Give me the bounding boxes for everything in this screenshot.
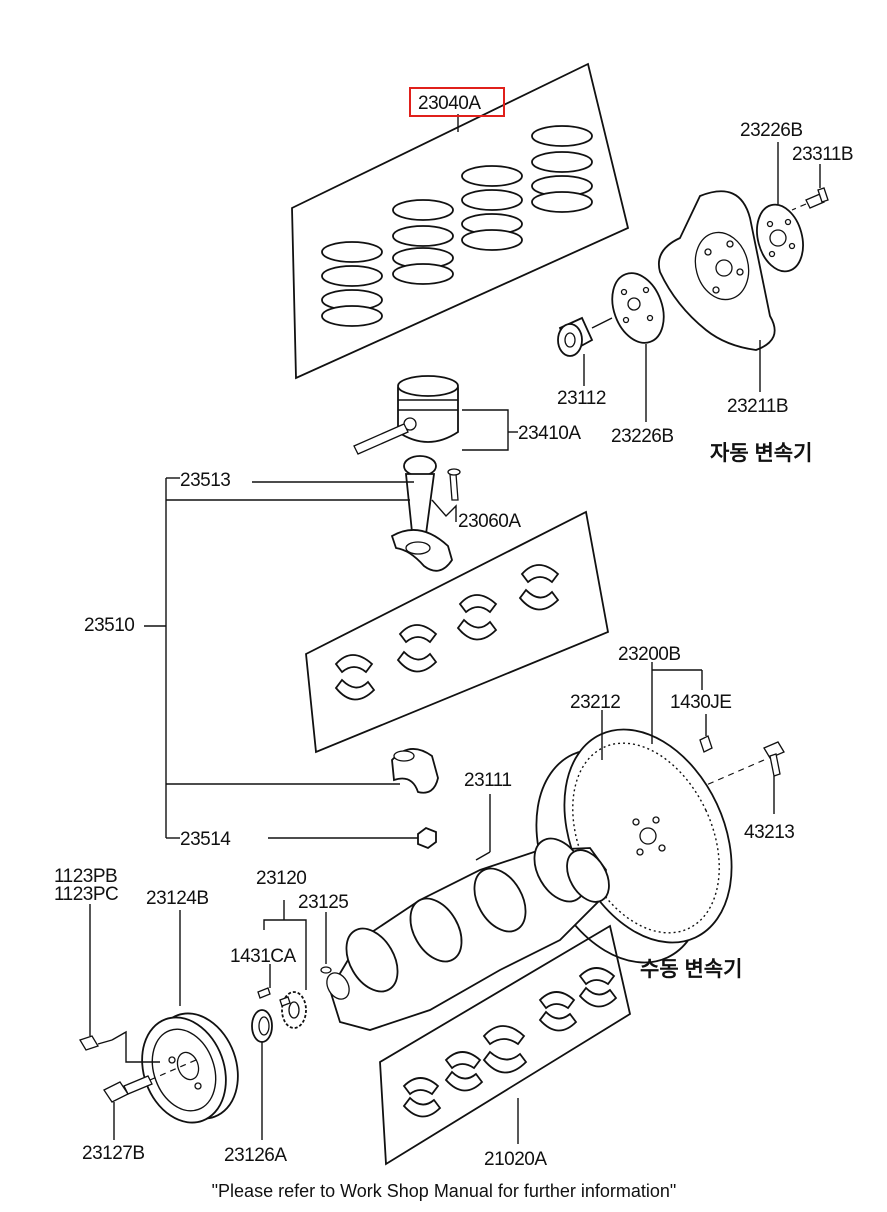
drive-plate-23211B[interactable] [658, 190, 776, 392]
label-23212[interactable]: 23212 [570, 692, 621, 713]
label-23112[interactable]: 23112 [557, 388, 606, 409]
label-23040A[interactable]: 23040A [418, 93, 482, 114]
ring-stack-4 [531, 125, 593, 213]
crank-pulley-23124B[interactable] [128, 910, 252, 1134]
label-23127B[interactable]: 23127B [82, 1143, 145, 1164]
main-bearing-set[interactable] [379, 924, 632, 1166]
label-43213[interactable]: 43213 [744, 822, 795, 843]
caption-manual-transmission: 수동 변속기 [640, 958, 742, 981]
adapter-plate-23226B[interactable] [603, 266, 673, 422]
label-23200B[interactable]: 23200B [618, 644, 681, 665]
plate-23226B-top[interactable] [750, 142, 810, 277]
ring-stack-1 [321, 241, 383, 327]
piston-ring-set[interactable] [291, 62, 630, 380]
ring-stack-2 [392, 199, 454, 285]
bearing-shells [334, 564, 560, 701]
label-21020A[interactable]: 21020A [484, 1149, 548, 1170]
highlight-box-23040A [409, 87, 505, 117]
bolt-1123PB[interactable] [79, 904, 160, 1063]
crankshaft[interactable] [322, 794, 617, 1031]
label-23311B[interactable]: 23311B [792, 144, 854, 165]
label-23510[interactable]: 23510 [84, 615, 135, 636]
label-23410A[interactable]: 23410A [518, 423, 582, 444]
key-1431CA[interactable] [257, 964, 291, 1007]
ring-stack-3 [461, 165, 523, 251]
connecting-rod[interactable] [166, 455, 461, 572]
bolt-23311B[interactable] [791, 164, 829, 211]
bushing-23112[interactable] [557, 316, 613, 386]
label-23226B[interactable]: 23226B [611, 426, 674, 447]
connecting-rod-bracket [144, 477, 418, 839]
rod-bearing-set[interactable] [305, 510, 610, 754]
label-23125[interactable]: 23125 [298, 892, 349, 913]
rod-cap[interactable] [391, 748, 439, 794]
label-23111[interactable]: 23111 [464, 770, 512, 791]
oil-seal-23126A[interactable] [251, 1009, 273, 1140]
bolt-23127B[interactable] [103, 1059, 197, 1140]
label-23126A[interactable]: 23126A [224, 1145, 288, 1166]
piston-assembly[interactable] [353, 375, 518, 455]
label-23124B[interactable]: 23124B [146, 888, 209, 909]
rod-nut[interactable] [417, 826, 437, 850]
footer-note: "Please refer to Work Shop Manual for fu… [212, 1181, 677, 1201]
label-23211B[interactable]: 23211B [727, 396, 789, 417]
caption-automatic-transmission: 자동 변속기 [710, 442, 812, 465]
label-23513[interactable]: 23513 [180, 470, 231, 491]
part-labels: 23040A 23226B 23311B 23112 23226B 23211B… [54, 93, 854, 1170]
label-1123PB[interactable]: 1123PB [54, 866, 118, 887]
label-1123PC[interactable]: 1123PC [54, 884, 119, 905]
label-23514[interactable]: 23514 [180, 829, 232, 850]
dowel-pin-1430JE[interactable] [699, 714, 713, 753]
label-23060A[interactable]: 23060A [458, 511, 522, 532]
woodruff-key-23125[interactable] [320, 912, 332, 974]
label-1431CA[interactable]: 1431CA [230, 946, 297, 967]
label-1430JE[interactable]: 1430JE [670, 692, 732, 713]
flywheel-bolt-43213[interactable] [703, 741, 785, 814]
label-23120[interactable]: 23120 [256, 868, 307, 889]
label-23226B-top[interactable]: 23226B [740, 120, 803, 141]
